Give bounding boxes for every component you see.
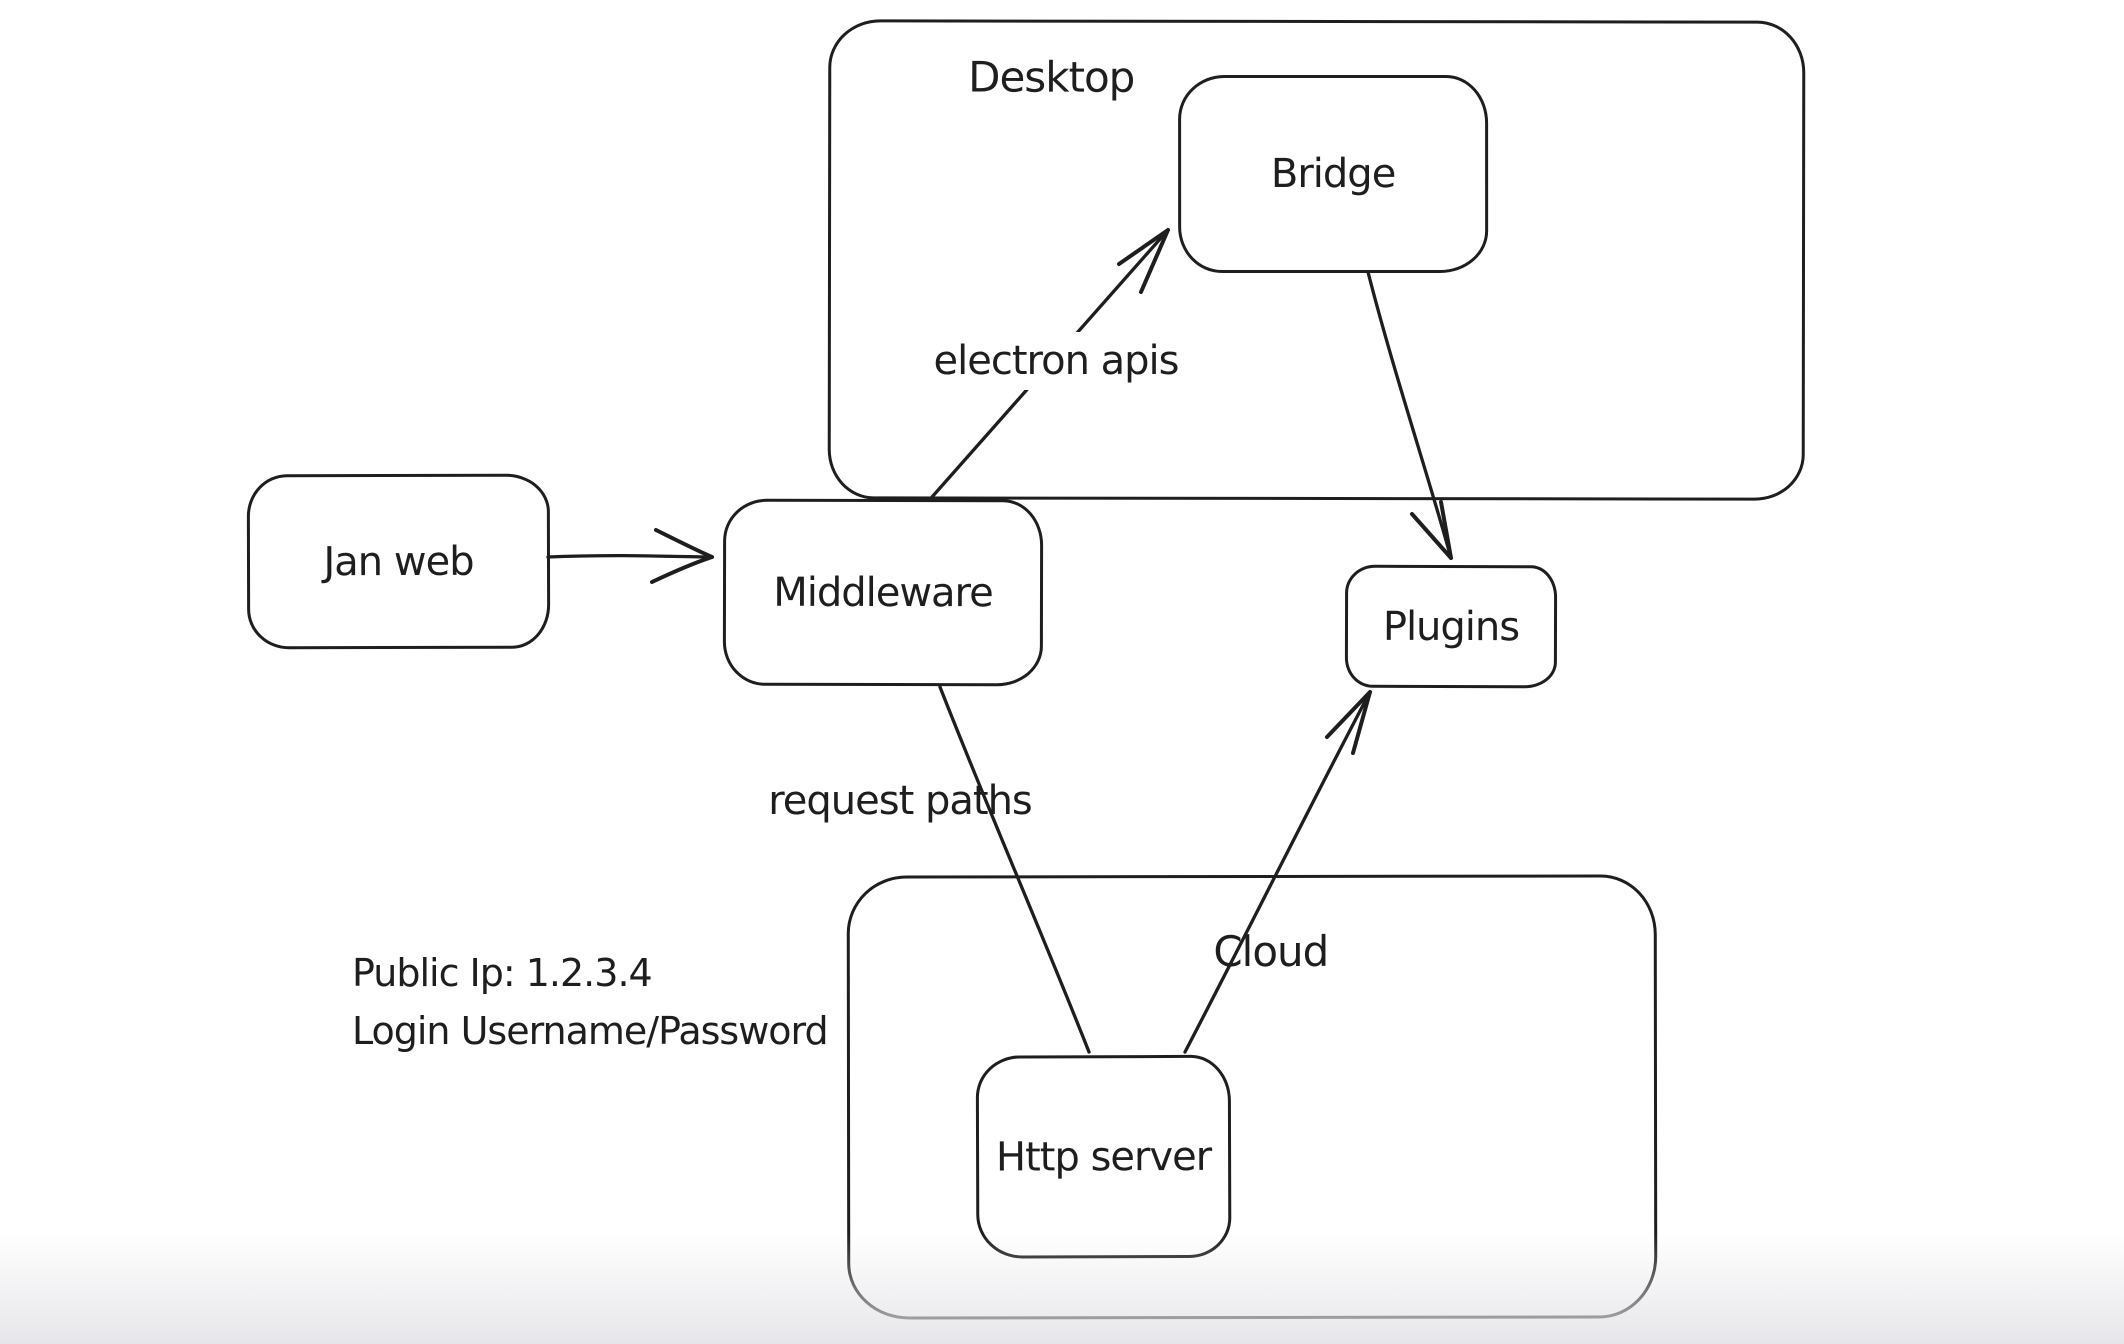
bridge-node: Bridge: [1178, 74, 1489, 274]
bridge-label: Bridge: [1270, 151, 1396, 198]
note-public-ip: Public Ip: 1.2.3.4: [352, 951, 653, 995]
cloud-label: Cloud: [1213, 926, 1329, 977]
http-server-node: Http server: [975, 1054, 1232, 1259]
jan-web-label: Jan web: [323, 538, 474, 585]
desktop-container: Desktop Bridge: [827, 19, 1806, 501]
middleware-node: Middleware: [722, 498, 1044, 687]
desktop-label: Desktop: [968, 52, 1135, 102]
plugins-node: Plugins: [1344, 564, 1558, 689]
arrow-janweb-to-middleware-arrowhead: [650, 528, 714, 584]
arrow-bridge-to-plugins-arrowhead: [1410, 500, 1453, 560]
plugins-label: Plugins: [1382, 603, 1520, 650]
middleware-label: Middleware: [773, 569, 993, 616]
edge-label-electron-apis: electron apis: [919, 332, 1193, 390]
arrow-janweb-to-middleware: [546, 528, 714, 584]
arrow-janweb-to-middleware-line: [546, 553, 710, 559]
cloud-container: Cloud Http server: [846, 874, 1658, 1320]
arrow-httpserver-to-plugins-arrowhead: [1325, 690, 1372, 755]
notes: Public Ip: 1.2.3.4 Login Username/Passwo…: [352, 944, 829, 1060]
edge-label-request-paths: request paths: [768, 778, 1033, 824]
http-server-label: Http server: [995, 1133, 1212, 1181]
note-login: Login Username/Password: [352, 1009, 829, 1053]
jan-web-node: Jan web: [246, 473, 551, 650]
